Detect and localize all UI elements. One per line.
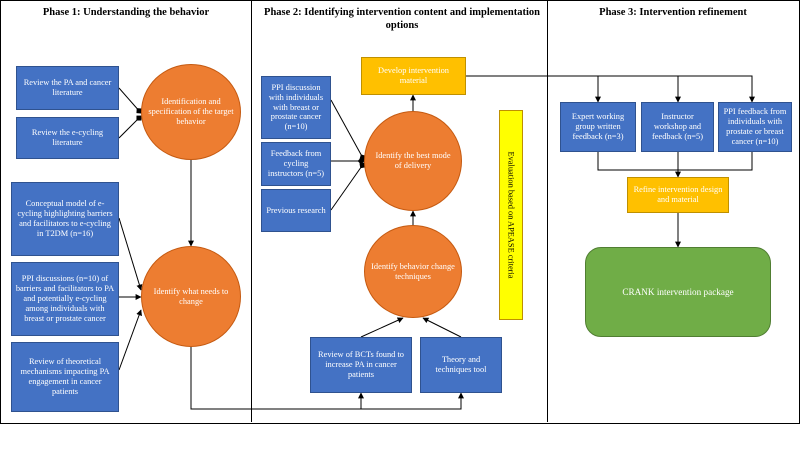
instructor-workshop-box: Instructor workshop and feedback (n=5) [641, 102, 714, 152]
identify-what-needs-to-change-node: Identify what needs to change [141, 246, 241, 347]
conceptual-model-box: Conceptual model of e-cycling highlighti… [11, 182, 119, 256]
phase-1-title: Phase 1: Understanding the behavior [42, 7, 210, 18]
phase-divider-2 [547, 0, 548, 422]
feedback-instructors-box: Feedback from cycling instructors (n=5) [261, 142, 331, 186]
review-ecycling-literature-box: Review the e-cycling literature [16, 117, 119, 159]
review-pa-literature-box: Review the PA and cancer literature [16, 66, 119, 110]
evaluation-apease-text: Evaluation based on APEASE criteria [506, 151, 516, 279]
identify-mode-of-delivery-node: Identify the best mode of delivery [364, 111, 462, 211]
ppi-discussions-box: PPI discussions (n=10) of barriers and f… [11, 262, 119, 336]
phase-2-title: Phase 2: Identifying intervention conten… [264, 7, 540, 32]
phase-divider-1 [251, 0, 252, 422]
review-mechanisms-box: Review of theoretical mechanisms impacti… [11, 342, 119, 412]
develop-material-box: Develop intervention material [361, 57, 466, 95]
previous-research-box: Previous research [261, 189, 331, 232]
theory-tool-box: Theory and techniques tool [420, 337, 502, 393]
identify-bct-node: Identify behavior change techniques [364, 225, 462, 318]
ppi-discussion-box: PPI discussion with individuals with bre… [261, 76, 331, 139]
ppi-feedback-box: PPI feedback from individuals with prost… [718, 102, 792, 152]
phase-3-title: Phase 3: Intervention refinement [599, 7, 747, 18]
refine-material-box: Refine intervention design and material [627, 177, 729, 213]
expert-feedback-box: Expert working group written feedback (n… [560, 102, 636, 152]
crank-package-box: CRANK intervention package [585, 247, 771, 337]
review-bcts-box: Review of BCTs found to increase PA in c… [310, 337, 412, 393]
evaluation-apease-label: Evaluation based on APEASE criteria [499, 110, 523, 320]
identification-target-behavior-node: Identification and specification of the … [141, 64, 241, 160]
